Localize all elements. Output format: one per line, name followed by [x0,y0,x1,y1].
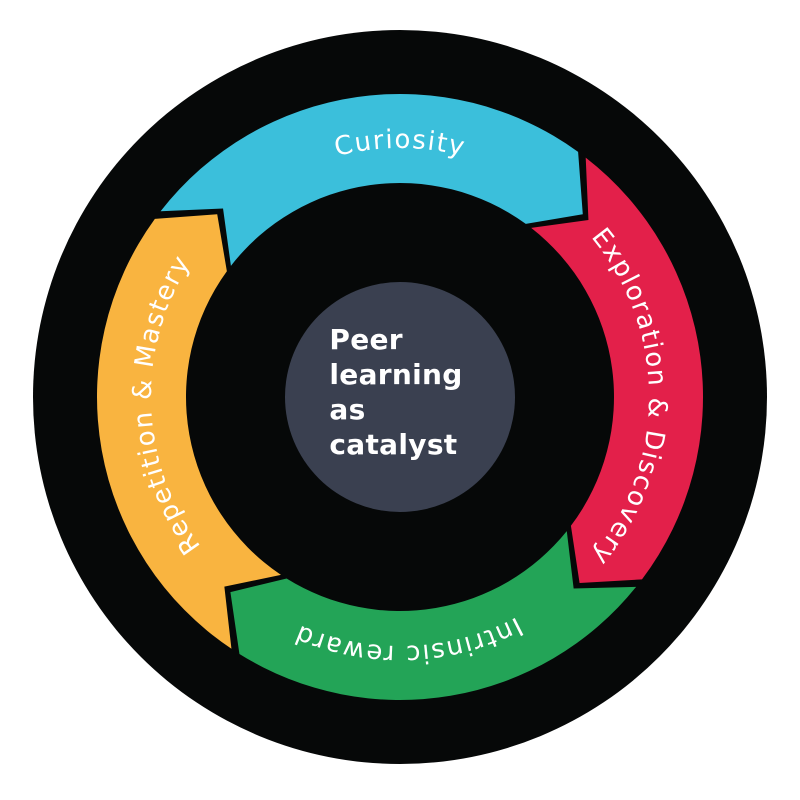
center-title: Peer learning as catalyst [329,322,462,462]
segment-intrinsic-reward [230,531,637,701]
center-title-line: Peer [329,323,403,356]
segment-curiosity [160,93,583,266]
segment-exploration-discovery [531,157,704,583]
center-title-line: learning [329,358,463,391]
center-title-line: as [329,393,366,426]
segment-repetition-mastery [96,214,281,649]
center-title-line: catalyst [329,428,458,461]
center-circle [285,282,515,512]
